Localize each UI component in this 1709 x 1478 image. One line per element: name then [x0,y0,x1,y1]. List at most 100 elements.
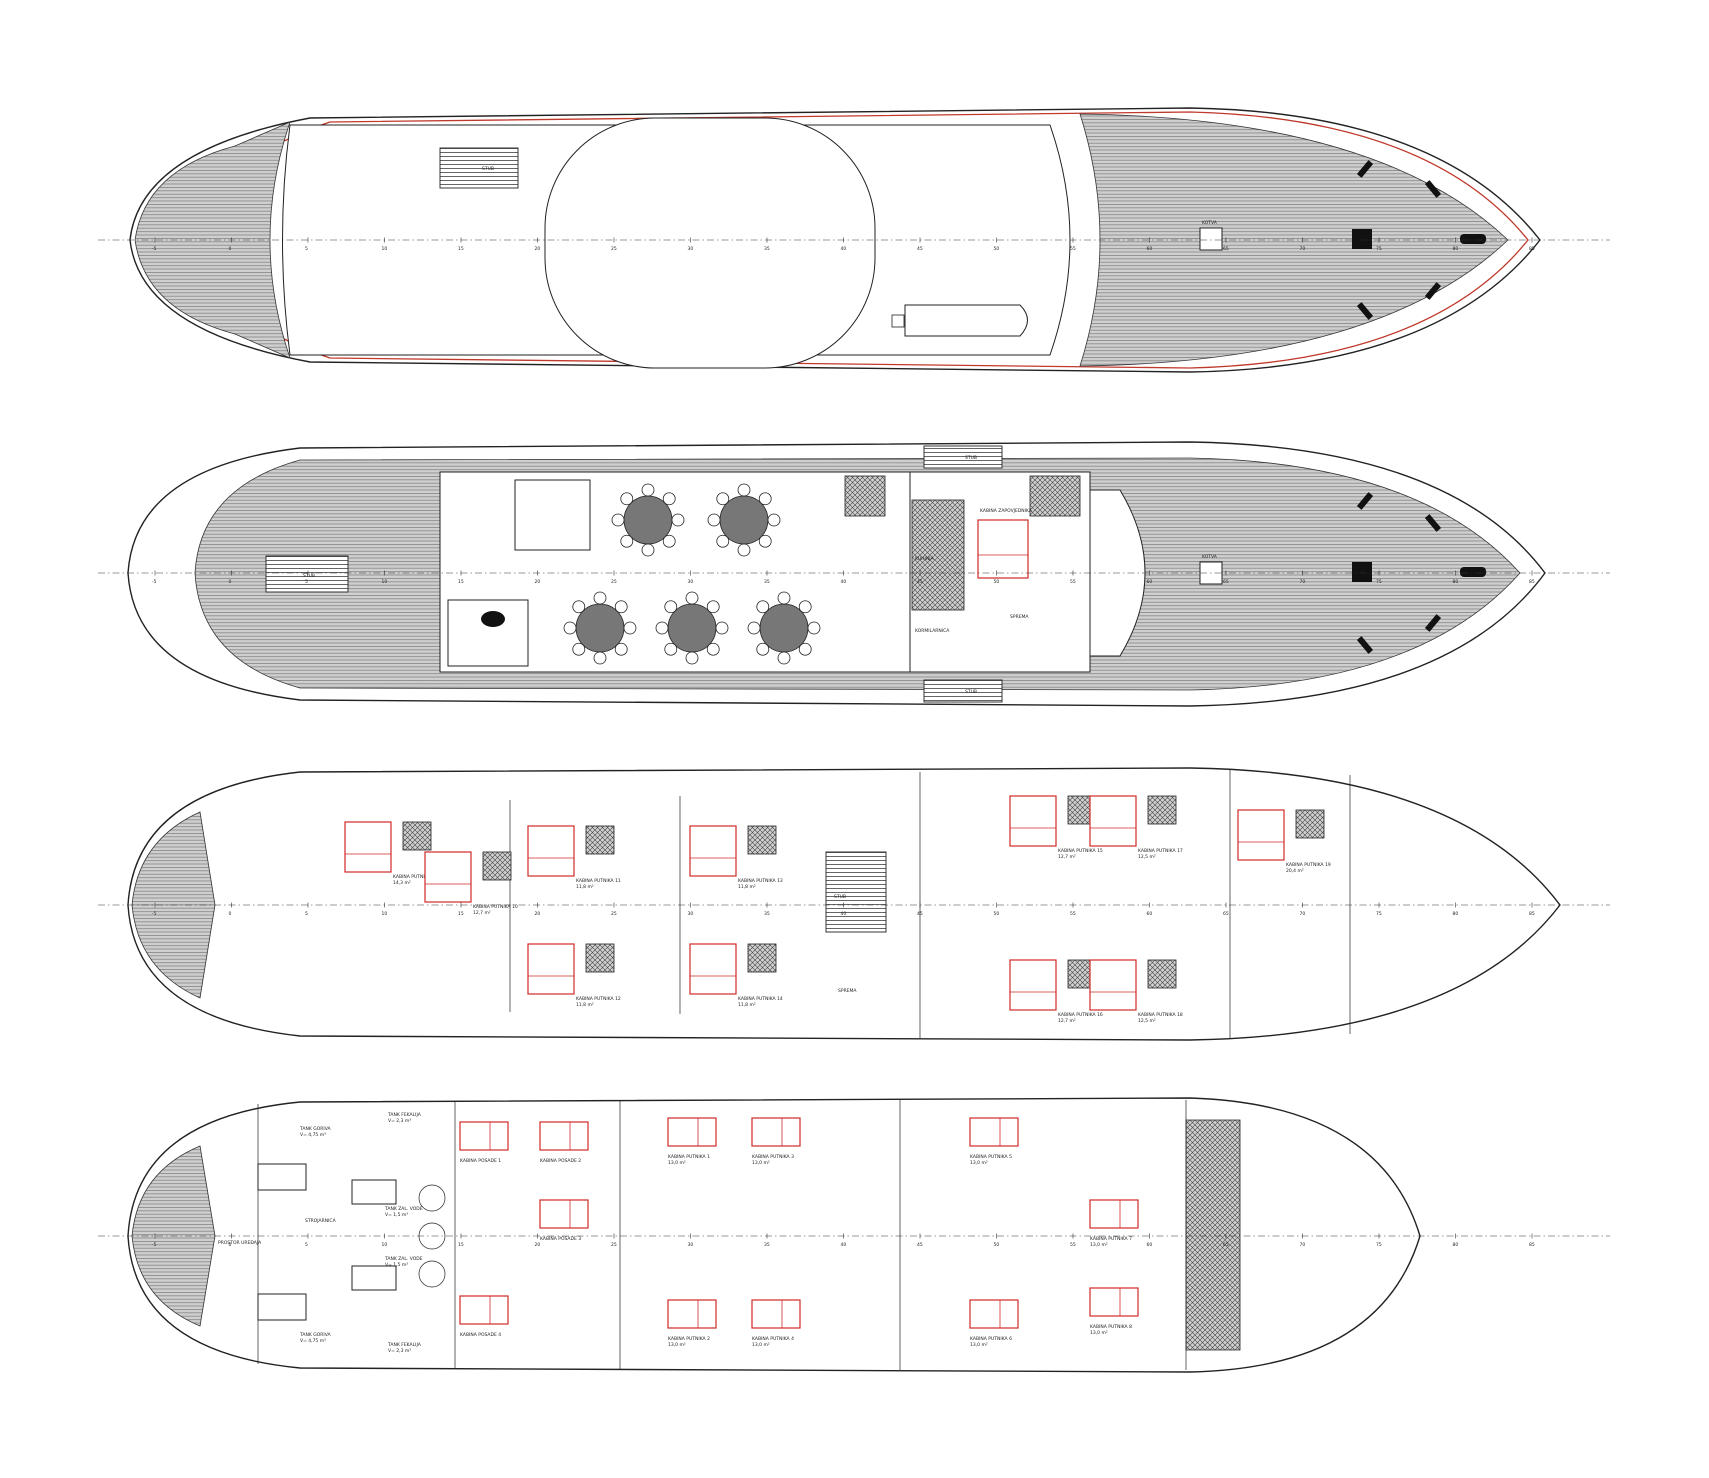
chair [716,492,730,506]
tank-volume: V= 1,5 m³ [385,1212,408,1218]
cabin-area: 13,0 m² [668,1160,686,1166]
frame-number: -5 [152,246,157,252]
frame-number: 75 [1376,579,1382,585]
tank-name: TANK ZAL. VODE [384,1206,423,1212]
chair [715,621,729,635]
frame-number: 40 [841,579,847,585]
capstan-main [1352,562,1372,582]
cabin-name: KABINA PUTNIKA 4 [752,1336,794,1342]
chair [623,621,637,635]
frame-number: 60 [1147,246,1153,252]
stairs-main-aft-label: STUB [303,573,315,579]
frame-number: 80 [1453,579,1459,585]
engine-stbd [351,1265,397,1291]
tank-volume: V= 1,5 m³ [385,1262,408,1268]
captain-bed [977,519,1029,579]
sun-deck-canopy [544,117,876,369]
frame-number: 50 [994,1242,1000,1248]
frame-number: 25 [611,579,617,585]
cabin-bed [1009,959,1057,1011]
frame-number: 40 [841,246,847,252]
cabin-bed [1009,795,1057,847]
cabin-bed [969,1117,1019,1147]
cabin-bed [539,1121,589,1151]
cabin-bed [344,821,392,873]
cabin: KABINA PUTNIKA 213,0 m² [667,1299,717,1348]
cabin-bathroom [402,821,432,851]
cabin-bed [527,825,575,877]
chair [777,591,791,605]
frame-number: 60 [1147,1242,1153,1248]
cabin-name: KABINA PUTNIKA 12 [576,996,621,1002]
galley-label: KUHINJA [915,556,934,562]
cabin-name: KABINA PUTNIKA 13 [738,878,783,884]
tank-volume: V= 4,75 m³ [300,1132,326,1138]
chair [563,621,577,635]
cabin-bed [969,1299,1019,1329]
frame-number: 45 [917,246,923,252]
chair [756,600,770,614]
cabin-area: 11,8 m² [738,884,756,890]
cabin-bed [539,1199,589,1229]
chair [655,621,669,635]
engines [257,1163,397,1321]
stairs-main-port [923,445,1003,469]
cabin-area: 12,5 m² [1138,854,1156,860]
frame-number: 20 [535,579,541,585]
lounge-coffee-table [481,611,505,627]
wc-main-2 [1029,475,1081,517]
cabin-bed [689,943,737,995]
chair [758,492,772,506]
chair [767,513,781,527]
cabin-area: 13,0 m² [668,1342,686,1348]
cabin-name: KABINA PUTNIKA 3 [752,1154,794,1160]
stairs-main-stbd-label: STUB [965,689,977,695]
cabin: KABINA POSADE 1 [459,1121,509,1164]
frame-number: -5 [152,1242,157,1248]
frame-number: 10 [382,1242,388,1248]
chair [798,642,812,656]
cabin-name: KABINA PUTNIKA 2 [668,1336,710,1342]
frame-number: 45 [917,1242,923,1248]
frame-number: 70 [1300,911,1306,917]
cabin-bathroom [585,943,615,973]
deck-cleats-sun [1356,160,1442,320]
chair [807,621,821,635]
deck-main: STUB STUB STUB KUHINJA KABINA ZAPOVJEDNI… [98,441,1610,707]
frame-number: 25 [611,246,617,252]
salon-chairs [563,483,821,665]
frame-number: 40 [841,911,847,917]
tender-boat [904,304,1028,337]
frame-number: 65 [1223,579,1229,585]
cabin-name: KABINA PUTNIKA 8 [1090,1324,1132,1330]
chair [614,642,628,656]
chair [737,543,751,557]
deck-cleats-main [1356,492,1442,654]
cabin-name: KABINA PUTNIKA 18 [1138,1012,1183,1018]
frame-number: 20 [535,1242,541,1248]
cabin-area: 13,0 m² [752,1160,770,1166]
chair [641,483,655,497]
frame-number: 45 [917,911,923,917]
cabin-name: KABINA PUTNIKA 5 [970,1154,1012,1160]
cabin-bathroom [747,943,777,973]
cabin-name: KABINA PUTNIKA 17 [1138,848,1183,854]
frame-number: 30 [688,579,694,585]
frame-number: 5 [305,246,308,252]
chair [620,534,634,548]
chair [662,534,676,548]
frame-number: 65 [1223,911,1229,917]
deck-planking-fore [1079,113,1509,367]
stairs-upper [825,851,887,933]
tank-volume: V= 2,3 m³ [388,1348,411,1354]
cabin-name: KABINA POSADE 2 [540,1158,581,1164]
windlass-sun [1199,227,1223,251]
frame-number: 35 [764,246,770,252]
chair [685,591,699,605]
cabin-bed [1089,959,1137,1011]
chair [777,651,791,665]
bollard-sun-1 [1460,234,1486,244]
